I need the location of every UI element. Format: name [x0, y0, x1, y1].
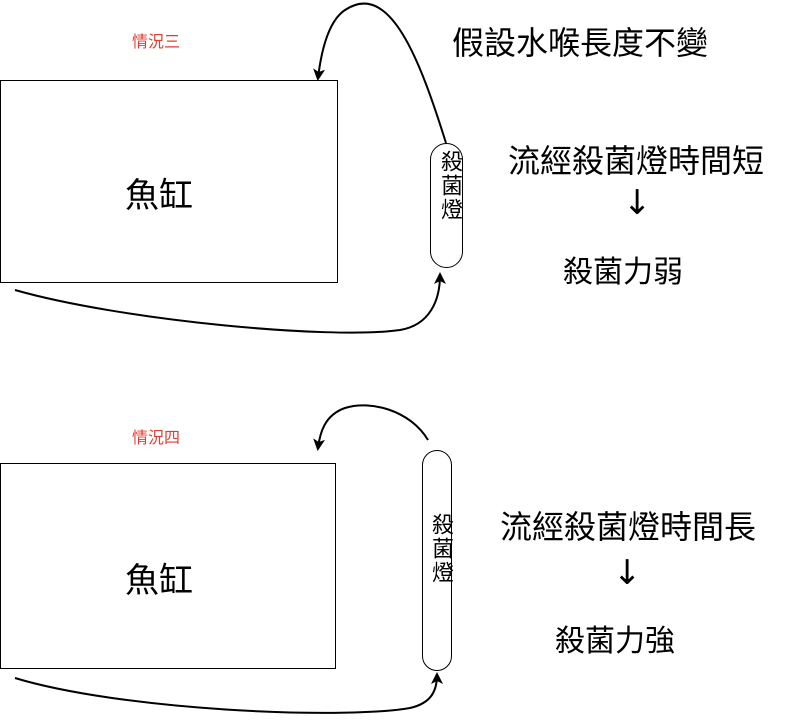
- case3-label: 情況三: [132, 32, 181, 51]
- case4-uv-lamp: [422, 450, 452, 671]
- case4-label: 情況四: [132, 428, 181, 447]
- case4-down-arrow-icon: ↓: [613, 553, 642, 593]
- case3-lamp-label: 殺菌燈: [437, 150, 462, 222]
- case4-return-arrow: [313, 404, 429, 451]
- case4-cause-text: 流經殺菌燈時間長: [500, 508, 757, 546]
- case3-fish-tank: [0, 80, 338, 283]
- case3-return-arrow: [313, 2, 447, 144]
- case3-uv-lamp: [430, 143, 463, 268]
- case4-effect-text: 殺菌力強: [555, 624, 675, 659]
- case3-cause-text: 流經殺菌燈時間短: [508, 142, 765, 180]
- case3-down-arrow-icon: ↓: [623, 183, 652, 223]
- case3-effect-text: 殺菌力弱: [563, 255, 683, 290]
- case3-outflow-arrow: [14, 272, 446, 334]
- case4-lamp-label: 殺菌燈: [428, 513, 453, 585]
- case4-outflow-arrow: [14, 672, 443, 714]
- case3-tank-label: 魚缸: [125, 176, 193, 216]
- assumption-text: 假設水喉長度不變: [452, 24, 709, 62]
- case4-fish-tank: [0, 463, 336, 669]
- case4-tank-label: 魚缸: [125, 561, 193, 601]
